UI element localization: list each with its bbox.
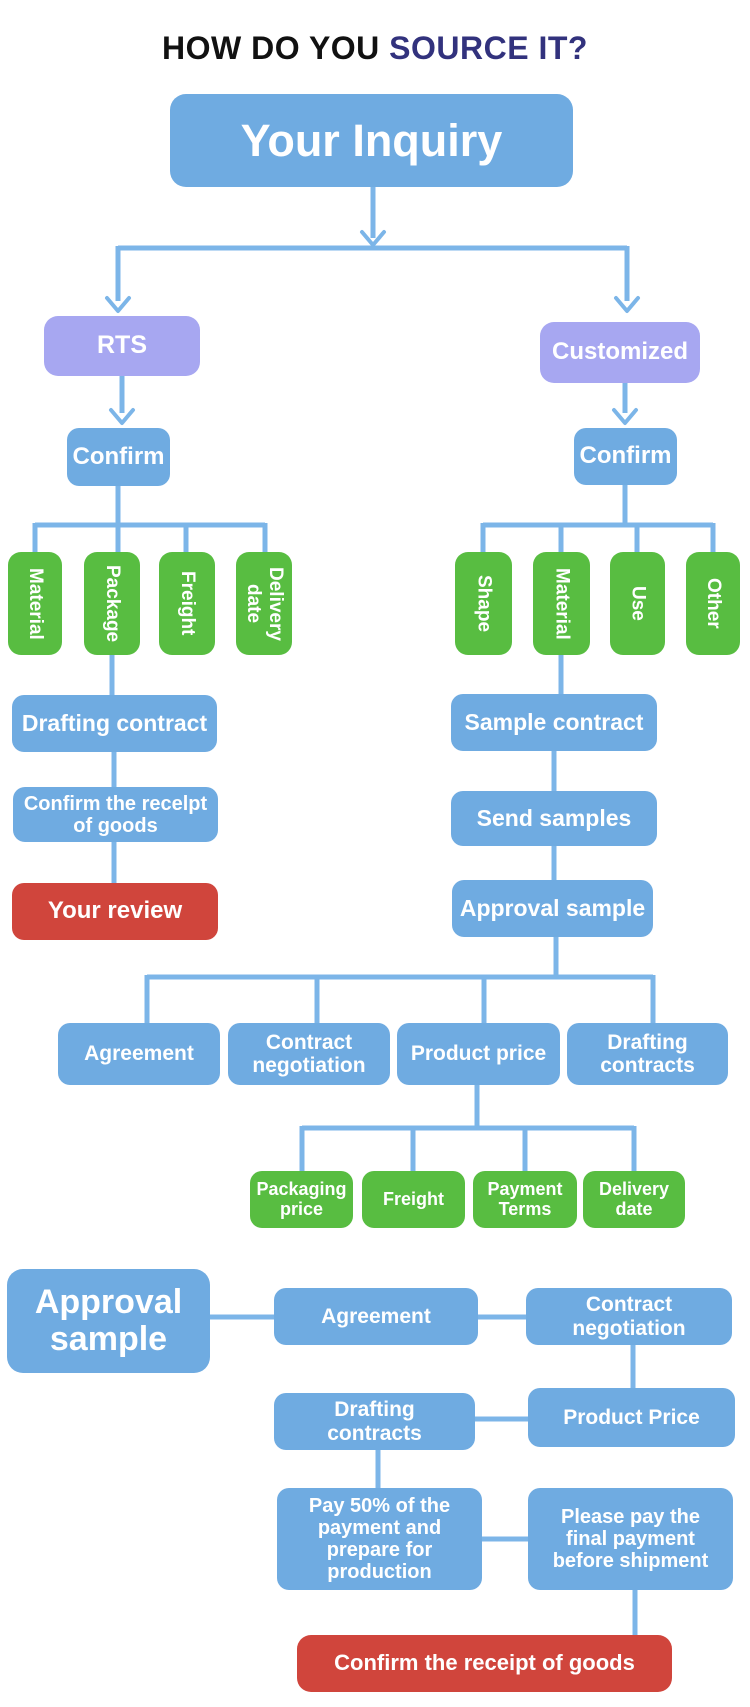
node-delivery-date-rts: Delivery date <box>236 552 292 655</box>
node-agreement: Agreement <box>58 1023 220 1085</box>
node-product-price: Product price <box>397 1023 560 1085</box>
node-freight-rts: Freight <box>159 552 215 655</box>
node-agreement-2: Agreement <box>274 1288 478 1345</box>
node-material-rts: Material <box>8 552 62 655</box>
title-text: HOW DO YOU <box>162 30 390 66</box>
title-accent: SOURCE IT? <box>389 30 588 66</box>
node-drafting-contract: Drafting contract <box>12 695 217 752</box>
node-confirm-rts: Confirm <box>67 428 170 486</box>
node-approval-sample-2: Approval sample <box>7 1269 210 1373</box>
node-send-samples: Send samples <box>451 791 657 846</box>
node-confirm-receipt-rts: Confirm the recelpt of goods <box>13 787 218 842</box>
node-product-price-2: Product Price <box>528 1388 735 1447</box>
node-pay-50-percent: Pay 50% of the payment and prepare for p… <box>277 1488 482 1590</box>
page-title: HOW DO YOU SOURCE IT? <box>0 30 750 67</box>
node-rts: RTS <box>44 316 200 376</box>
node-pay-final: Please pay the final payment before ship… <box>528 1488 733 1590</box>
node-material-custom: Material <box>533 552 590 655</box>
node-payment-terms: Payment Terms <box>473 1171 577 1228</box>
node-contract-negotiation: Contract negotiation <box>228 1023 390 1085</box>
node-delivery-date-price: Delivery date <box>583 1171 685 1228</box>
node-freight-price: Freight <box>362 1171 465 1228</box>
node-customized: Customized <box>540 322 700 383</box>
node-approval-sample: Approval sample <box>452 880 653 937</box>
node-confirm-customized: Confirm <box>574 428 677 485</box>
node-sample-contract: Sample contract <box>451 694 657 751</box>
node-drafting-contracts-2: Drafting contracts <box>274 1393 475 1450</box>
node-contract-negotiation-2: Contract negotiation <box>526 1288 732 1345</box>
node-package: Package <box>84 552 140 655</box>
node-use: Use <box>610 552 665 655</box>
node-your-review: Your review <box>12 883 218 940</box>
node-your-inquiry: Your Inquiry <box>170 94 573 187</box>
node-other: Other <box>686 552 740 655</box>
node-packaging-price: Packaging price <box>250 1171 353 1228</box>
node-shape: Shape <box>455 552 512 655</box>
node-confirm-receipt-final: Confirm the receipt of goods <box>297 1635 672 1692</box>
node-drafting-contracts: Drafting contracts <box>567 1023 728 1085</box>
